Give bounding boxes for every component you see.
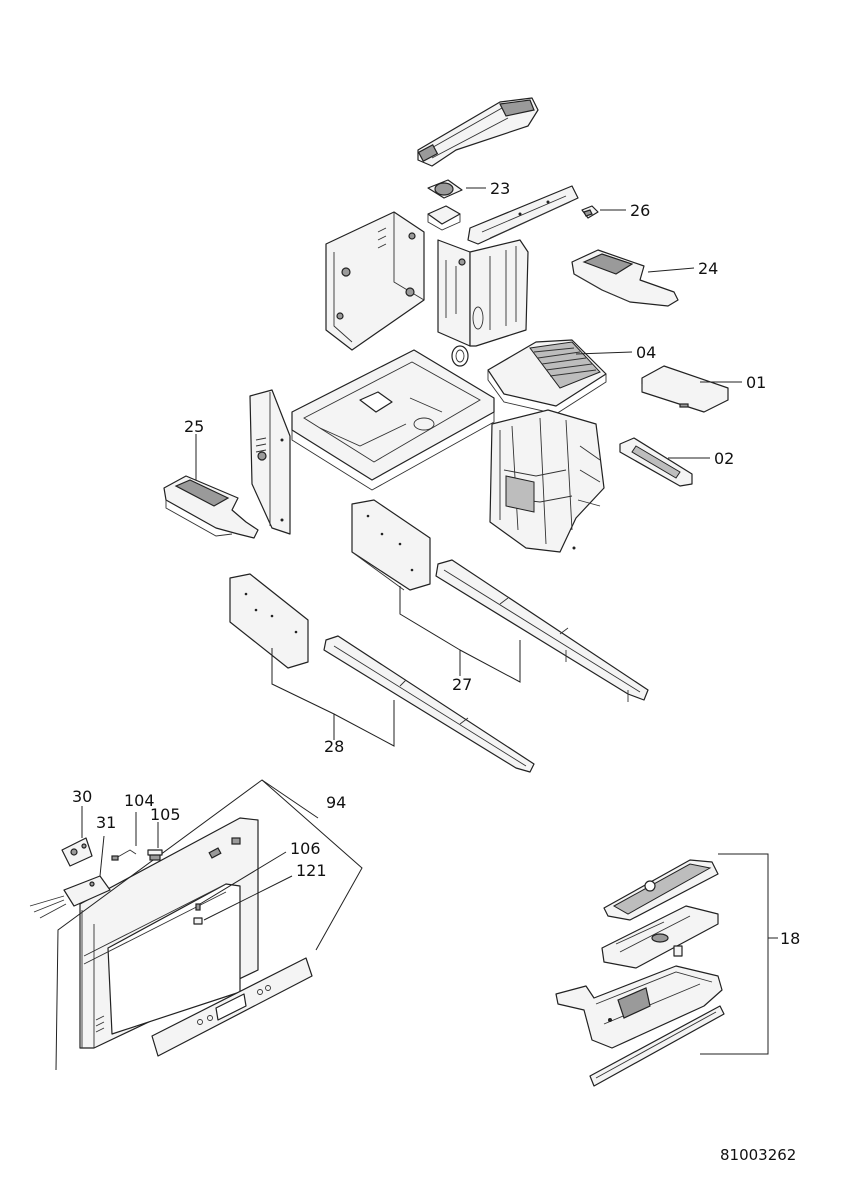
leader-24: [647, 267, 695, 273]
callout-26: 26: [630, 201, 650, 220]
part-24-tray: [571, 249, 679, 307]
callout-02: 02: [714, 449, 734, 468]
callout-31: 31: [96, 813, 116, 832]
part-31-board-with-cable: [29, 875, 111, 919]
callout-04: 04: [636, 343, 656, 362]
part-105-switch: [147, 849, 163, 861]
part-01-cover-plate: [641, 365, 729, 413]
callout-94: 94: [326, 793, 346, 812]
left-side-panel-part: [325, 211, 425, 351]
callout-24: 24: [698, 259, 718, 278]
part-104-cable: [111, 849, 137, 861]
leader-18-bracket: [700, 853, 769, 1055]
leader-28a: [271, 648, 335, 740]
callout-18: 18: [780, 929, 800, 948]
leader-04: [575, 351, 633, 355]
callout-23: 23: [490, 179, 510, 198]
part-18-outer-tray: [555, 965, 723, 1049]
base-frame-part: [291, 349, 495, 491]
leader-27b: [459, 640, 521, 683]
part-121-catch: [193, 917, 203, 925]
part-18-grid-cover: [603, 859, 719, 921]
callout-105: 105: [150, 805, 181, 824]
part-26-clip: [581, 205, 599, 219]
main-chassis-part: [489, 409, 605, 553]
callout-121: 121: [296, 861, 327, 880]
rear-panel-part: [249, 389, 291, 535]
part-94-control-panel: [151, 957, 313, 1057]
part-18-inner-tray: [601, 905, 719, 969]
part-94-bracket-lines: [55, 779, 363, 1071]
part-02-grille: [619, 437, 693, 487]
callout-25: 25: [184, 417, 204, 436]
leader-27a: [399, 586, 461, 676]
leader-28b: [333, 700, 395, 747]
part-23-fan: [427, 179, 463, 231]
leader-31: [99, 835, 105, 877]
callout-106: 106: [290, 839, 321, 858]
document-number: 81003262: [720, 1146, 796, 1164]
part-28-plate: [229, 573, 309, 669]
callout-27: 27: [452, 675, 472, 694]
part-25-drip-tray: [163, 475, 259, 539]
callout-01: 01: [746, 373, 766, 392]
callout-30: 30: [72, 787, 92, 806]
part-27-slide-rail: [435, 559, 649, 702]
part-106-pin: [195, 903, 201, 911]
part-94-door-frame: [79, 817, 259, 1049]
leader-121: [203, 875, 293, 921]
top-handle-part: [417, 97, 539, 167]
part-18-front-strip: [589, 1005, 725, 1087]
callout-104: 104: [124, 791, 155, 810]
leader-106: [199, 851, 287, 905]
right-side-panel-part: [437, 239, 529, 347]
callout-28: 28: [324, 737, 344, 756]
part-30-circuit-board: [61, 837, 93, 867]
part-28-slide-rail: [323, 635, 535, 773]
gasket-ring-part: [451, 345, 469, 367]
part-04-top-cover: [487, 339, 607, 415]
part-27-plate: [351, 499, 431, 591]
upper-bracket-part: [467, 185, 579, 245]
